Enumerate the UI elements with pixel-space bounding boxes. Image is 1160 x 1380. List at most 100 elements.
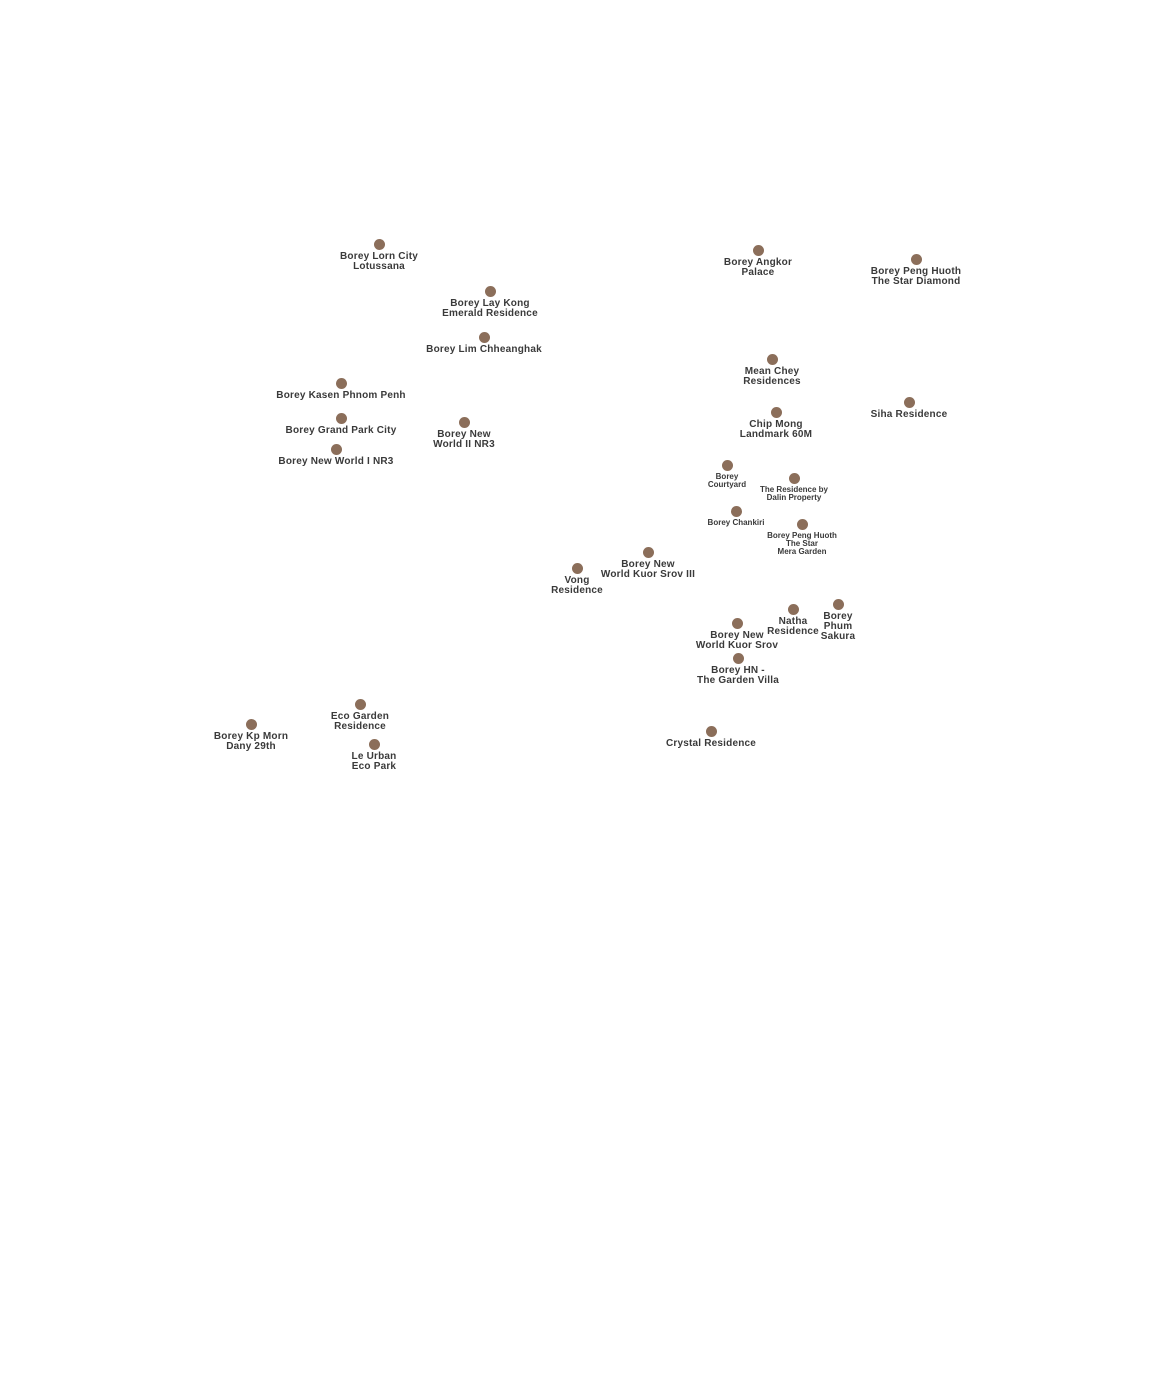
location-pin-icon[interactable] bbox=[730, 505, 742, 517]
marker-label-line: World II NR3 bbox=[433, 439, 495, 450]
marker-label-line: Residence bbox=[551, 585, 603, 596]
marker-label-line: Dalin Property bbox=[766, 493, 822, 502]
marker-label-line: Sakura bbox=[820, 631, 856, 642]
location-pin-icon[interactable] bbox=[787, 603, 799, 615]
marker-label: Crystal Residence bbox=[666, 739, 756, 749]
marker-label-line: Borey Peng Huoth bbox=[767, 531, 837, 540]
location-pin-icon[interactable] bbox=[571, 562, 583, 574]
marker-label-line: Lotussana bbox=[353, 261, 405, 272]
marker-label: Borey Kasen Phnom Penh bbox=[276, 391, 405, 401]
location-pin-icon[interactable] bbox=[796, 518, 808, 530]
marker-label-line: Chip Mong bbox=[749, 419, 803, 430]
location-pin-icon[interactable] bbox=[766, 353, 778, 365]
marker-label: Borey Lim Chheanghak bbox=[426, 345, 542, 355]
location-pin-icon[interactable] bbox=[245, 718, 257, 730]
location-pin-icon[interactable] bbox=[335, 412, 347, 424]
marker-label-line: The Star bbox=[785, 539, 818, 548]
location-pin-icon[interactable] bbox=[903, 396, 915, 408]
marker-label-line: Borey HN - bbox=[711, 665, 765, 676]
location-pin-icon[interactable] bbox=[910, 253, 922, 265]
marker-label-line: Borey Grand Park City bbox=[285, 425, 397, 436]
marker-label-line: Borey bbox=[823, 611, 853, 622]
location-pin-icon[interactable] bbox=[458, 416, 470, 428]
marker-label-line: Vong bbox=[564, 575, 590, 586]
location-pin-icon[interactable] bbox=[731, 617, 743, 629]
marker-label-line: Emerald Residence bbox=[442, 308, 538, 319]
location-pin-icon[interactable] bbox=[732, 652, 744, 664]
marker-label-line: Borey Angkor bbox=[723, 257, 793, 268]
marker-label-line: Crystal Residence bbox=[665, 738, 757, 749]
location-pin-icon[interactable] bbox=[788, 472, 800, 484]
marker-label-line: Borey Kasen Phnom Penh bbox=[276, 390, 406, 401]
marker-label: Borey HN -The Garden Villa bbox=[697, 666, 779, 686]
marker-label: Borey New World I NR3 bbox=[278, 457, 393, 467]
marker-label-line: Borey New bbox=[710, 630, 764, 641]
marker-label: Borey Grand Park City bbox=[286, 426, 397, 436]
marker-label-line: Borey Chankiri bbox=[707, 518, 765, 527]
location-pin-icon[interactable] bbox=[721, 459, 733, 471]
marker-label-line: Le Urban bbox=[351, 751, 397, 762]
location-pin-icon[interactable] bbox=[330, 443, 342, 455]
marker-label-line: Borey Kp Morn bbox=[213, 731, 289, 742]
location-pin-icon[interactable] bbox=[373, 238, 385, 250]
location-pin-icon[interactable] bbox=[752, 244, 764, 256]
marker-label-line: Landmark 60M bbox=[739, 429, 813, 440]
marker-label-line: Borey New bbox=[437, 429, 491, 440]
marker-label-line: Residence bbox=[767, 626, 819, 637]
marker-label-line: Borey bbox=[715, 472, 739, 481]
location-pin-icon[interactable] bbox=[478, 331, 490, 343]
marker-label-line: Phum bbox=[823, 621, 853, 632]
marker-label-line: Borey Peng Huoth bbox=[870, 266, 962, 277]
marker-label-line: The Residence by bbox=[759, 485, 829, 494]
location-pin-icon[interactable] bbox=[484, 285, 496, 297]
marker-label-line: Borey New World I NR3 bbox=[278, 456, 394, 467]
marker-label-line: The Star Diamond bbox=[871, 276, 961, 287]
marker-label-line: Residence bbox=[334, 721, 386, 732]
marker-label: Siha Residence bbox=[871, 410, 948, 420]
marker-label-line: Borey Lim Chheanghak bbox=[426, 344, 542, 355]
marker-label-line: Residences bbox=[743, 376, 801, 387]
location-pin-icon[interactable] bbox=[368, 738, 380, 750]
marker-label-line: Eco Garden bbox=[330, 711, 390, 722]
marker-label-line: World Kuor Srov III bbox=[600, 569, 696, 580]
marker-label-line: Borey Lorn City bbox=[339, 251, 419, 262]
marker-label-line: Borey Lay Kong bbox=[450, 298, 530, 309]
location-pin-icon[interactable] bbox=[705, 725, 717, 737]
marker-label-line: Mera Garden bbox=[777, 547, 827, 556]
location-pin-icon[interactable] bbox=[335, 377, 347, 389]
marker-label-line: World Kuor Srov bbox=[695, 640, 779, 651]
marker-label-line: Siha Residence bbox=[870, 409, 948, 420]
marker-label-line: Dany 29th bbox=[226, 741, 276, 752]
marker-label-line: Palace bbox=[741, 267, 775, 278]
location-pin-icon[interactable] bbox=[642, 546, 654, 558]
marker-label-line: The Garden Villa bbox=[697, 675, 779, 686]
marker-label: Borey Chankiri bbox=[708, 519, 765, 527]
marker-label-line: Courtyard bbox=[707, 480, 747, 489]
marker-label-line: Borey New bbox=[621, 559, 675, 570]
location-pin-icon[interactable] bbox=[832, 598, 844, 610]
location-pin-icon[interactable] bbox=[770, 406, 782, 418]
marker-label-line: Eco Park bbox=[351, 761, 397, 772]
location-pin-icon[interactable] bbox=[354, 698, 366, 710]
marker-label-line: Mean Chey bbox=[744, 366, 800, 377]
marker-label-line: Natha bbox=[778, 616, 808, 627]
